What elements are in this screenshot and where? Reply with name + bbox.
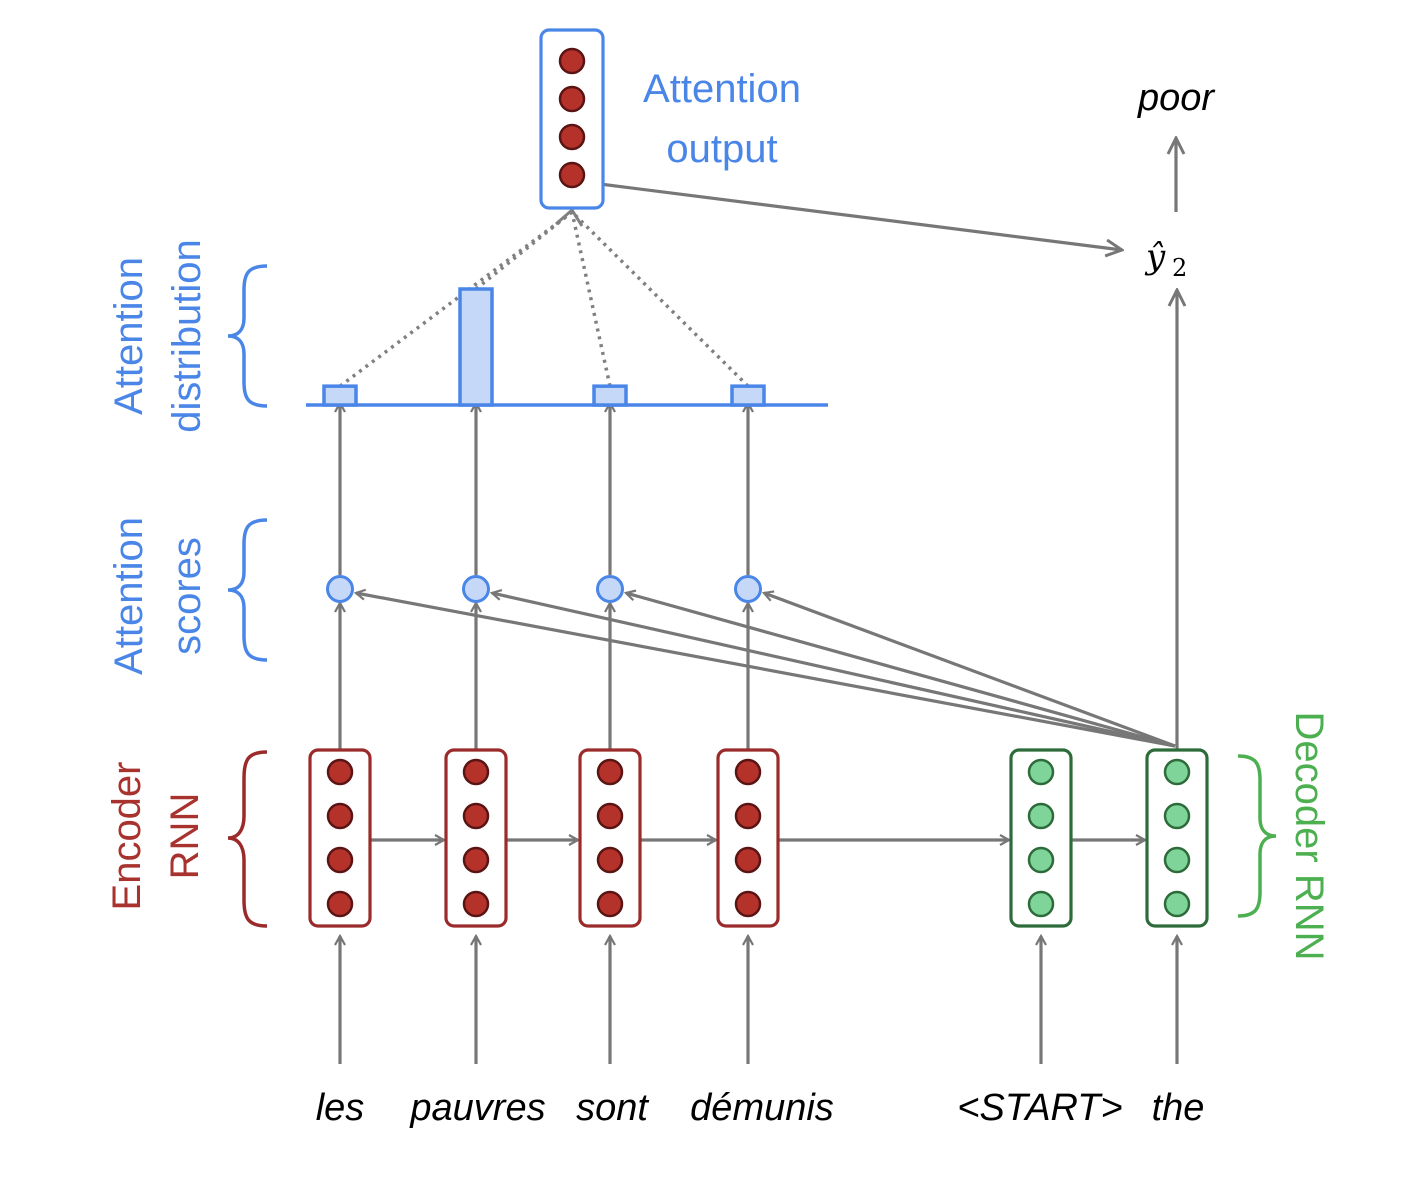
decoder-to-score-arrow (626, 593, 1176, 748)
vector-unit (596, 846, 624, 874)
source-word: les (316, 1087, 365, 1129)
attention-output-label: Attention output (643, 67, 801, 171)
vector-unit (558, 123, 586, 151)
decoder-words: <START> the (957, 1087, 1204, 1129)
attention-score-node (326, 575, 354, 603)
vector-unit (1163, 890, 1191, 918)
output-word: poor (1137, 77, 1215, 119)
vector-unit (326, 846, 354, 874)
prediction-subscript: 2 (1172, 254, 1187, 282)
attention-weight-dotted-line (338, 210, 574, 388)
vector-unit (596, 890, 624, 918)
attention-weight-dotted-line (570, 210, 750, 388)
decoder-label: Decoder RNN (1287, 712, 1331, 961)
source-word: démunis (690, 1087, 834, 1129)
vector-unit (326, 802, 354, 830)
decoder-state-box-frame (1145, 748, 1209, 928)
source-words: les pauvres sont démunis (316, 1087, 834, 1129)
attention-score-node (596, 575, 624, 603)
vector-unit (734, 890, 762, 918)
decoder-to-score-arrow (492, 593, 1176, 748)
encoder-state-box (578, 748, 642, 928)
vector-unit (558, 85, 586, 113)
attention-scores-label-line2: scores (165, 537, 209, 655)
vector-unit (1027, 890, 1055, 918)
attention-distribution-brace-icon (227, 264, 268, 408)
vector-unit (1027, 758, 1055, 786)
vector-unit (734, 846, 762, 874)
decoder-word: <START> (957, 1087, 1122, 1129)
attention-output-label-line2: output (666, 127, 777, 171)
attention-score-node (734, 575, 762, 603)
vector-unit (326, 890, 354, 918)
vector-unit (1163, 758, 1191, 786)
nodes-layer (306, 28, 1209, 928)
vector-unit (596, 802, 624, 830)
decoder-brace-icon (1237, 754, 1277, 918)
decoder-state-box (1009, 748, 1073, 928)
prediction-symbol: ŷ (1144, 237, 1166, 277)
prediction-label: ŷ 2 (1144, 237, 1187, 282)
encoder-state-box-frame (578, 748, 642, 928)
dotted-arrowhead (555, 207, 584, 227)
attention-bar (730, 384, 766, 407)
vector-unit (596, 758, 624, 786)
attention-weight-dotted-line (570, 211, 612, 387)
attention-output-box (539, 28, 605, 210)
vector-unit (734, 802, 762, 830)
attention-score-node (462, 575, 490, 603)
decoder-state-box-frame (1009, 748, 1073, 928)
vector-unit (462, 846, 490, 874)
encoder-state-box-frame (716, 748, 780, 928)
encoder-label-line2: RNN (163, 793, 207, 880)
vector-unit (326, 758, 354, 786)
arrows-layer (340, 138, 1177, 1064)
attention-output-to-prediction-arrow (599, 182, 1122, 250)
decoder-to-score-arrow (764, 593, 1176, 748)
decoder-word: the (1152, 1087, 1205, 1129)
attention-scores-label-line1: Attention (107, 517, 151, 675)
attention-bar (322, 384, 358, 407)
vector-unit (1163, 846, 1191, 874)
encoder-state-box-frame (308, 748, 372, 928)
encoder-brace-icon (227, 750, 268, 928)
vector-unit (1027, 846, 1055, 874)
vector-unit (734, 758, 762, 786)
vector-unit (1027, 802, 1055, 830)
vector-unit (462, 758, 490, 786)
attention-distribution-label-line1: Attention (107, 257, 151, 415)
encoder-state-box (444, 748, 508, 928)
decoder-to-score-arrow (356, 593, 1176, 748)
attention-scores-brace-icon (227, 518, 268, 662)
vector-unit (558, 47, 586, 75)
attention-distribution-label-line2: distribution (165, 239, 209, 432)
encoder-state-box (308, 748, 372, 928)
source-word: sont (576, 1087, 649, 1129)
vector-unit (462, 802, 490, 830)
attention-bar (458, 287, 494, 407)
encoder-state-box (716, 748, 780, 928)
attention-output-frame (539, 28, 605, 210)
source-word: pauvres (409, 1087, 545, 1129)
vector-unit (1163, 802, 1191, 830)
vector-unit (558, 161, 586, 189)
encoder-state-box-frame (444, 748, 508, 928)
encoder-label-line1: Encoder (105, 762, 149, 911)
vector-unit (462, 890, 490, 918)
attention-output-label-line1: Attention (643, 67, 801, 111)
decoder-state-box (1145, 748, 1209, 928)
attention-bar (592, 384, 628, 407)
